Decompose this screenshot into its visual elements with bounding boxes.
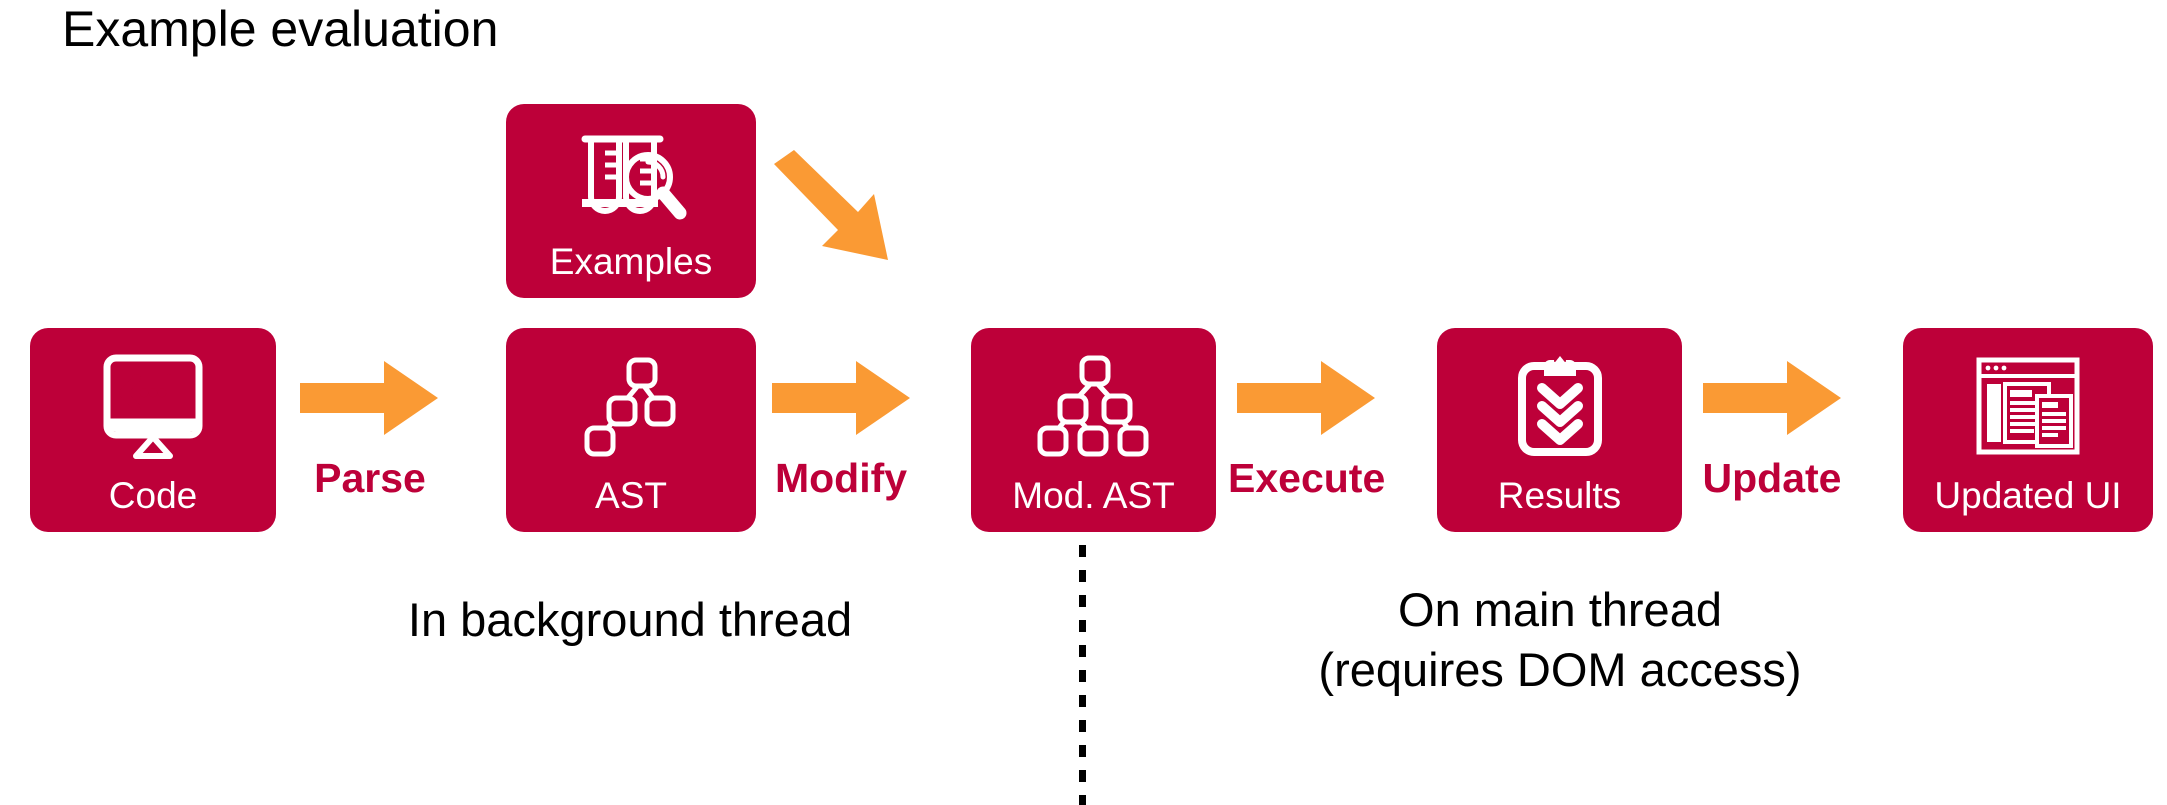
arrow-execute-icon <box>1237 361 1375 435</box>
clipboard-checks-icon <box>1437 328 1682 474</box>
thread-divider <box>1079 545 1086 805</box>
card-examples[interactable]: Examples <box>506 104 756 298</box>
caption-main-thread-line2: (requires DOM access) <box>1318 643 1802 696</box>
browser-window-icon <box>1903 328 2153 474</box>
card-label: Updated UI <box>1934 475 2122 516</box>
arrow-label-execute: Execute <box>1228 455 1386 501</box>
arrow-examples-to-mod-ast-icon <box>766 150 916 270</box>
caption-main-thread-line1: On main thread <box>1398 583 1722 636</box>
tree-small-icon <box>506 328 756 474</box>
monitor-code-icon <box>30 328 276 474</box>
card-label: Results <box>1497 475 1622 516</box>
card-label: AST <box>595 475 667 516</box>
card-results[interactable]: Results <box>1437 328 1682 532</box>
page-title: Example evaluation <box>62 1 499 57</box>
card-code[interactable]: Code <box>30 328 276 532</box>
arrow-label-parse: Parse <box>314 455 426 501</box>
arrow-parse-icon <box>300 361 438 435</box>
card-updated-ui[interactable]: Updated UI <box>1903 328 2153 532</box>
tree-large-icon <box>971 328 1216 474</box>
caption-background-thread: In background thread <box>407 593 853 646</box>
card-label: Mod. AST <box>1012 475 1175 516</box>
card-mod-ast[interactable]: Mod. AST <box>971 328 1216 532</box>
test-tubes-magnifier-icon <box>506 104 756 240</box>
arrow-modify-icon <box>772 361 910 435</box>
card-label: Code <box>108 475 198 516</box>
card-ast[interactable]: AST <box>506 328 756 532</box>
caption-main-thread: On main thread (requires DOM access) <box>1230 580 1890 700</box>
arrow-label-modify: Modify <box>774 455 908 501</box>
arrow-label-update: Update <box>1702 455 1842 501</box>
arrow-update-icon <box>1703 361 1841 435</box>
card-label: Examples <box>549 241 713 282</box>
